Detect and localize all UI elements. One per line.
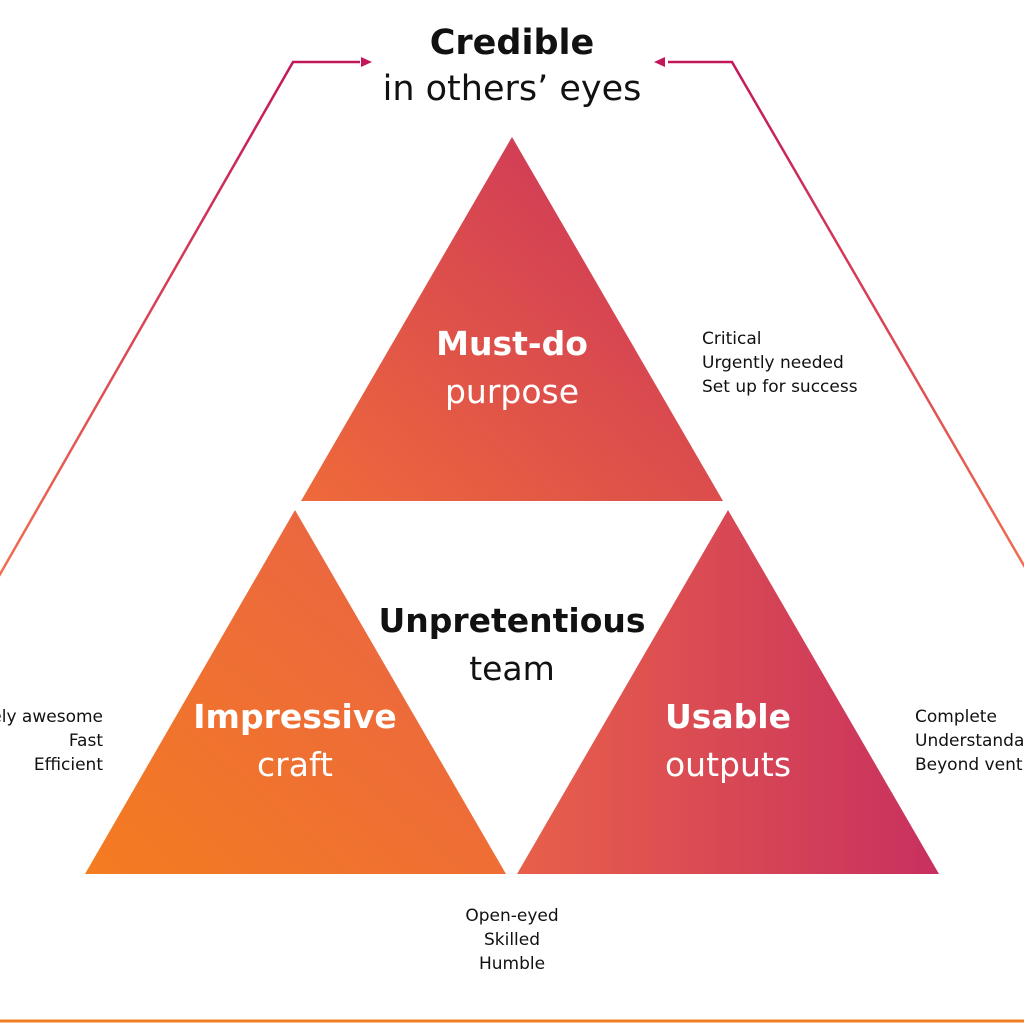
- heading-subtitle: in others’ eyes: [382, 69, 642, 109]
- note-item: Efficient: [33, 755, 103, 775]
- triangle-impressive: [85, 510, 506, 874]
- impressive-notes: ely awesome Fast Efficient: [0, 705, 103, 777]
- unpretentious-label: Unpretentious team: [378, 597, 645, 693]
- left-connector-line: [0, 60, 360, 577]
- must-do-notes: Critical Urgently needed Set up for succ…: [702, 327, 858, 399]
- right-connector-line: [668, 60, 1024, 569]
- credible-heading: Credible in others’ eyes: [383, 20, 642, 112]
- team-notes: Open-eyed Skilled Humble: [465, 904, 558, 976]
- label-title: Impressive: [193, 697, 397, 736]
- heading-title: Credible: [429, 23, 595, 63]
- note-item: Set up for success: [702, 377, 858, 397]
- note-item: Skilled: [483, 930, 541, 950]
- impressive-label: Impressive craft: [193, 693, 396, 789]
- label-title: Unpretentious: [378, 601, 646, 640]
- note-item: ely awesome: [0, 707, 103, 727]
- note-item: Open-eyed: [465, 906, 559, 926]
- usable-notes: Complete Understanda Beyond vent: [915, 705, 1024, 777]
- note-item: Urgently needed: [702, 353, 844, 373]
- label-subtitle: craft: [257, 745, 333, 784]
- must-do-label: Must-do purpose: [436, 320, 588, 416]
- note-item: Complete: [915, 707, 997, 727]
- usable-label: Usable outputs: [665, 693, 791, 789]
- label-subtitle: outputs: [664, 745, 792, 784]
- label-title: Usable: [664, 697, 792, 736]
- right-arrow-icon: [654, 57, 665, 67]
- note-item: Understanda: [915, 731, 1024, 751]
- triangle-must-do: [301, 137, 723, 501]
- label-title: Must-do: [436, 324, 588, 363]
- label-subtitle: team: [469, 649, 555, 688]
- note-item: Humble: [478, 954, 546, 974]
- note-item: Fast: [68, 731, 103, 751]
- left-arrow-icon: [361, 57, 372, 67]
- note-item: Critical: [702, 329, 762, 349]
- label-subtitle: purpose: [444, 372, 580, 411]
- note-item: Beyond vent: [915, 755, 1023, 775]
- triangle-usable: [517, 510, 939, 874]
